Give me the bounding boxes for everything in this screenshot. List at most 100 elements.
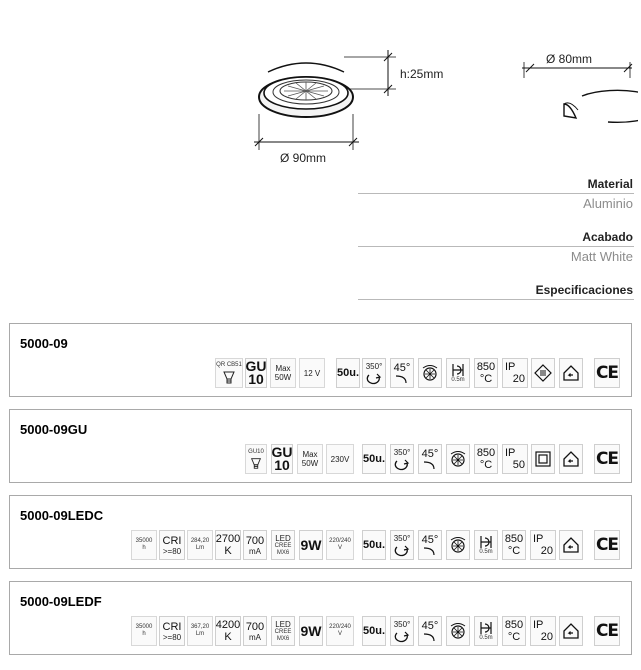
lumen-icon: 367,20 Lm (187, 616, 213, 646)
tilt-icon: 45° (418, 616, 442, 646)
volt-value: 220/240 (329, 624, 351, 630)
socket-icon: GU 10 (245, 358, 267, 388)
tilt-icon: 45° (390, 358, 414, 388)
voltage-value: 230V (330, 454, 350, 464)
glow-wire-icon (446, 616, 470, 646)
bulb-icon (250, 457, 262, 469)
led-model: MX6 (276, 549, 290, 556)
tilt-arrow-icon (423, 547, 435, 556)
tilt-value: 45° (421, 620, 439, 632)
units-icon: 50u. (336, 358, 360, 388)
socket-type: GU (271, 444, 293, 460)
house-icon (559, 444, 583, 474)
led-model: MX6 (276, 635, 290, 642)
units-icon: 50u. (362, 616, 386, 646)
cri-label: CRI (162, 534, 182, 547)
current-icon: 700 mA (243, 616, 267, 646)
cri-value: >=80 (162, 546, 182, 556)
lumen-icon: 284,20 Lm (187, 530, 213, 560)
spec-specifications: Especificaciones (358, 283, 634, 300)
ma-value: 700 (245, 620, 265, 633)
tilt-arrow-icon (395, 375, 407, 384)
hours-value: 35000 (135, 538, 153, 544)
rotate-arrow-icon (394, 459, 410, 470)
lamp-icon: QR CB51 (215, 358, 243, 388)
cable-icon: 0.5m (474, 530, 498, 560)
hours-unit: h (142, 545, 146, 551)
rotation-icon: 350° (362, 358, 386, 388)
product-code: 5000-09 (20, 336, 68, 351)
ce-label: CE (595, 449, 619, 469)
rotation-value: 350° (393, 619, 411, 629)
temperature-value: 850 (476, 361, 496, 373)
current-icon: 700 mA (243, 530, 267, 560)
rotation-icon: 350° (390, 530, 414, 560)
color-temp-icon: 4200 K (215, 616, 241, 646)
ip-label: IP (505, 447, 516, 459)
product-code: 5000-09GU (20, 422, 88, 437)
finish-value: Matt White (570, 249, 633, 264)
lifetime-icon: 35000 h (131, 530, 157, 560)
lifetime-icon: 35000 h (131, 616, 157, 646)
led-brand: CREE (274, 542, 292, 549)
lumen-value: 367,20 (190, 624, 210, 630)
tilt-arrow-icon (423, 461, 435, 470)
units-icon: 50u. (362, 444, 386, 474)
color-temp-icon: 2700 K (215, 530, 241, 560)
spec-finish: Acabado Matt White (358, 230, 634, 265)
ip-rating-icon: IP 50 (502, 444, 528, 474)
ip-rating-icon: IP 20 (530, 616, 556, 646)
led-chip-icon: LED CREE MX6 (271, 530, 295, 560)
kelvin-value: 4200 (215, 619, 241, 631)
led-chip-icon: LED CREE MX6 (271, 616, 295, 646)
product-card-5000-09ledf: 5000-09LEDF 35000 h CRI >=80 367,20 Lm 4… (9, 581, 632, 655)
temperature-icon: 850 °C (502, 530, 526, 560)
ip-value: 20 (512, 373, 525, 385)
rotation-value: 350° (393, 533, 411, 543)
rotation-value: 350° (393, 447, 411, 457)
voltage-value: 12 V (303, 368, 321, 378)
watt-value: 9W (300, 536, 322, 553)
cutout-label: Ø 80mm (546, 52, 592, 66)
temperature-unit: °C (507, 545, 521, 557)
units-value: 50u. (363, 539, 386, 551)
volt-unit: V (337, 631, 342, 637)
kelvin-unit: K (224, 545, 232, 557)
ip-label: IP (505, 361, 516, 373)
voltage-icon: 220/240 V (326, 616, 354, 646)
product-code: 5000-09LEDC (20, 508, 104, 523)
finish-label: Acabado (582, 230, 633, 244)
lamp-type: QR CB51 (216, 361, 242, 368)
temperature-unit: °C (507, 631, 521, 643)
voltage-icon: 220/240 V (326, 530, 354, 560)
divider (358, 193, 634, 194)
led-label: LED (275, 619, 291, 629)
cutout-drawing: Ø 80mm (520, 46, 641, 146)
lumen-unit: Lm (195, 545, 205, 551)
volt-unit: V (337, 545, 342, 551)
spec-material: Material Aluminio (358, 177, 634, 212)
tilt-icon: 45° (418, 444, 442, 474)
lumen-unit: Lm (195, 631, 205, 637)
specifications-label: Especificaciones (535, 283, 633, 297)
ma-value: 700 (245, 534, 265, 547)
tilt-value: 45° (393, 362, 411, 374)
lamp-type: GU10 (248, 448, 264, 455)
tilt-arrow-icon (423, 633, 435, 642)
cable-length: 0.5m (451, 376, 465, 383)
lumen-value: 284,20 (190, 538, 210, 544)
rotate-arrow-icon (366, 373, 382, 384)
house-icon (559, 358, 583, 388)
divider (358, 246, 634, 247)
watt-value: 9W (300, 622, 322, 639)
material-value: Aluminio (583, 196, 633, 211)
lamp-icon: GU10 (245, 444, 267, 474)
ip-rating-icon: IP 20 (530, 530, 556, 560)
rotate-arrow-icon (394, 631, 410, 642)
ma-unit: mA (249, 632, 261, 642)
ip-label: IP (533, 619, 544, 631)
temperature-value: 850 (504, 619, 524, 631)
ip-value: 20 (540, 545, 553, 557)
wattage-icon: 9W (299, 530, 323, 560)
ce-mark-icon: CE (594, 616, 620, 646)
